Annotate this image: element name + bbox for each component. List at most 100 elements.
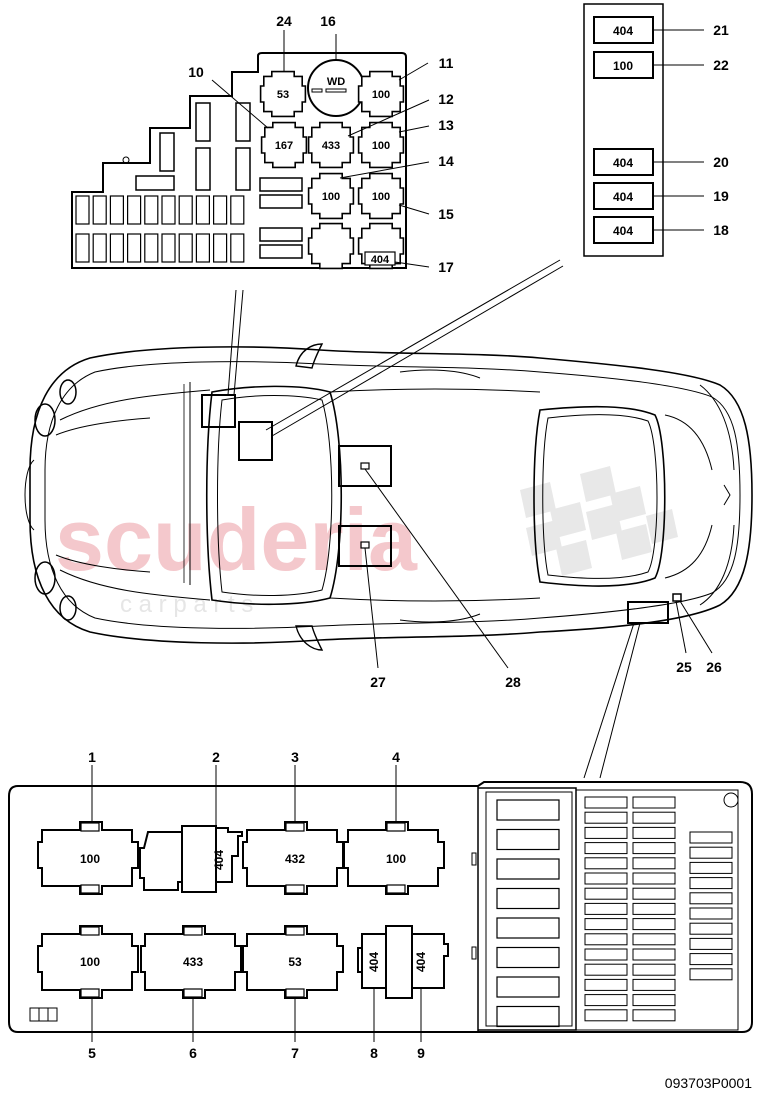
relay-17-value: 404 bbox=[371, 254, 390, 266]
relay-1-value: 100 bbox=[80, 852, 100, 866]
fuse-slot bbox=[632, 1009, 676, 1022]
callout-16: 16 bbox=[320, 13, 336, 29]
relay-13-value: 100 bbox=[372, 140, 390, 152]
fuse-slot bbox=[584, 826, 628, 839]
fuse-slot bbox=[161, 233, 176, 263]
fuse-slot bbox=[92, 195, 107, 225]
fuse-slot bbox=[632, 872, 676, 885]
callout-14: 14 bbox=[438, 153, 454, 169]
fuse-slot bbox=[144, 195, 159, 225]
relay-19-value: 404 bbox=[613, 190, 633, 204]
fuse-slot bbox=[161, 195, 176, 225]
fuse-slot bbox=[109, 195, 125, 225]
callout-1: 1 bbox=[88, 749, 96, 765]
fuse-slot bbox=[496, 946, 560, 969]
fuse-slot bbox=[126, 195, 142, 225]
fuse-slot bbox=[75, 233, 90, 263]
fuse-slot bbox=[689, 831, 733, 844]
watermark-sub: c a r p a r t s bbox=[120, 591, 253, 618]
fuse-slot bbox=[230, 195, 245, 225]
checkered-flag-icon bbox=[520, 466, 678, 576]
fuse-slot bbox=[584, 1009, 628, 1022]
top-right-relay-box: 404 100 404 404 404 21 22 20 19 18 bbox=[583, 3, 729, 257]
relay-20-value: 404 bbox=[613, 156, 633, 170]
fuse-slot bbox=[584, 796, 628, 809]
fuse-slot bbox=[178, 195, 193, 225]
fuse-slot bbox=[632, 826, 676, 839]
callout-10: 10 bbox=[188, 64, 204, 80]
relay-12-value: 433 bbox=[322, 140, 340, 152]
component-box-rear bbox=[627, 601, 669, 624]
relay-4-value: 100 bbox=[386, 852, 406, 866]
fuse-slot bbox=[496, 828, 560, 851]
relay-21-value: 404 bbox=[613, 24, 633, 38]
fuse-slot bbox=[584, 811, 628, 824]
fuse-slot bbox=[632, 918, 676, 931]
fuse-slot bbox=[584, 994, 628, 1007]
callout-28: 28 bbox=[505, 674, 521, 690]
fuse-slot bbox=[632, 796, 676, 809]
relay-8-value: 404 bbox=[367, 952, 381, 972]
callout-26: 26 bbox=[706, 659, 722, 675]
fuse-slot bbox=[75, 195, 90, 225]
fuse-slot bbox=[584, 842, 628, 855]
top-left-fuse-box: WD 53 100 167 433 100 100 bbox=[71, 13, 454, 275]
relay-6-value: 433 bbox=[183, 955, 203, 969]
fuse-slot bbox=[689, 922, 733, 935]
reference-number: 093703P0001 bbox=[665, 1075, 752, 1091]
callout-20: 20 bbox=[713, 154, 729, 170]
callout-19: 19 bbox=[713, 188, 729, 204]
car-top-view bbox=[24, 343, 753, 651]
fuse-slot bbox=[126, 233, 142, 263]
relay-10-value: 167 bbox=[275, 140, 293, 152]
relay-5-value: 100 bbox=[80, 955, 100, 969]
fuse-slot bbox=[584, 963, 628, 976]
callout-8: 8 bbox=[370, 1045, 378, 1061]
fuse-slot bbox=[92, 233, 107, 263]
fuse-slot bbox=[496, 887, 560, 910]
fuse-slot bbox=[584, 887, 628, 900]
fuse-slot bbox=[689, 907, 733, 920]
component-box-b bbox=[238, 421, 273, 461]
fuse-slot bbox=[195, 233, 210, 263]
callout-27: 27 bbox=[370, 674, 386, 690]
fuse-slot bbox=[632, 842, 676, 855]
fuse-slot bbox=[689, 968, 733, 981]
fuse-slot bbox=[632, 887, 676, 900]
fuse-slot bbox=[496, 858, 560, 880]
fuse-slot bbox=[230, 233, 245, 263]
relay-9-value: 404 bbox=[414, 952, 428, 972]
fuse-slot bbox=[496, 799, 560, 821]
relay-unlabeled bbox=[307, 222, 355, 270]
fuse-slot bbox=[632, 963, 676, 976]
fuse-slot bbox=[632, 948, 676, 961]
fuse-slot bbox=[584, 948, 628, 961]
component-box-28 bbox=[338, 445, 392, 487]
fuse-slot bbox=[632, 994, 676, 1007]
bottom-fuse-box: 100 404 432 100 100 433 53 404 404 bbox=[8, 749, 753, 1061]
callout-9: 9 bbox=[417, 1045, 425, 1061]
fuse-slot bbox=[632, 902, 676, 915]
fuse-slot bbox=[632, 811, 676, 824]
callout-17: 17 bbox=[438, 259, 454, 275]
relay-15-value: 100 bbox=[372, 191, 390, 203]
callout-11: 11 bbox=[439, 55, 454, 71]
callout-7: 7 bbox=[291, 1045, 299, 1061]
fuse-slot bbox=[584, 872, 628, 885]
callout-3: 3 bbox=[291, 749, 299, 765]
relay-11-value: 100 bbox=[372, 89, 390, 101]
fuse-slot bbox=[213, 195, 228, 225]
fuse-slot bbox=[109, 233, 125, 263]
callout-4: 4 bbox=[392, 749, 400, 765]
fuse-slot bbox=[689, 877, 733, 890]
callout-12: 12 bbox=[438, 91, 454, 107]
callout-2: 2 bbox=[212, 749, 220, 765]
fuse-slot bbox=[689, 953, 733, 966]
fuse-slot bbox=[689, 861, 733, 874]
relay-24-value: 53 bbox=[277, 89, 289, 101]
fuse-slot bbox=[584, 978, 628, 991]
relay-22-value: 100 bbox=[613, 59, 633, 73]
fuse-slot bbox=[632, 978, 676, 991]
fuse-slot bbox=[496, 976, 560, 998]
fuse-slot bbox=[689, 892, 733, 905]
